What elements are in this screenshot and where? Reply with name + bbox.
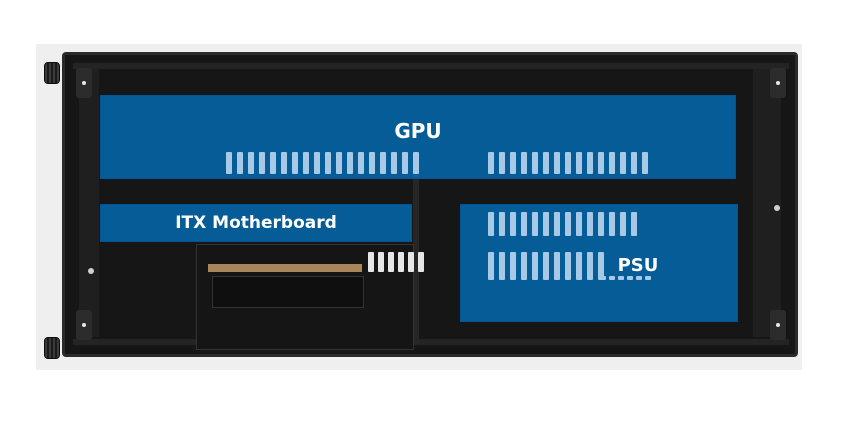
psu-vent-slots-small	[600, 276, 651, 280]
left-frame	[79, 69, 99, 337]
center-divider	[413, 175, 419, 345]
right-frame-hole	[774, 205, 780, 211]
psu-vent-slots-top	[488, 212, 637, 236]
motherboard-label: ITX Motherboard	[175, 213, 337, 233]
gpu-vent-slots-left	[226, 152, 419, 174]
io-vent-slots	[368, 252, 424, 272]
side-tab-top-left	[76, 68, 92, 98]
gpu-vent-slots-right	[488, 152, 648, 174]
thumb-screw-bottom	[44, 337, 60, 359]
left-frame-hole	[88, 268, 94, 274]
gpu-label: GPU	[394, 119, 442, 143]
side-tab-bottom-right	[770, 310, 786, 340]
riser-gold-contacts	[208, 264, 362, 272]
top-rail	[73, 63, 789, 69]
side-tab-bottom-left	[76, 310, 92, 340]
thumb-screw-top	[44, 62, 60, 84]
gpu-region: GPU	[100, 95, 736, 179]
bottom-rail	[73, 339, 789, 345]
riser-slot	[212, 276, 364, 308]
right-frame	[753, 69, 781, 337]
psu-vent-slots-bottom	[488, 252, 604, 280]
motherboard-region: ITX Motherboard	[100, 204, 412, 242]
side-tab-top-right	[770, 68, 786, 98]
psu-label: PSU	[617, 254, 659, 276]
